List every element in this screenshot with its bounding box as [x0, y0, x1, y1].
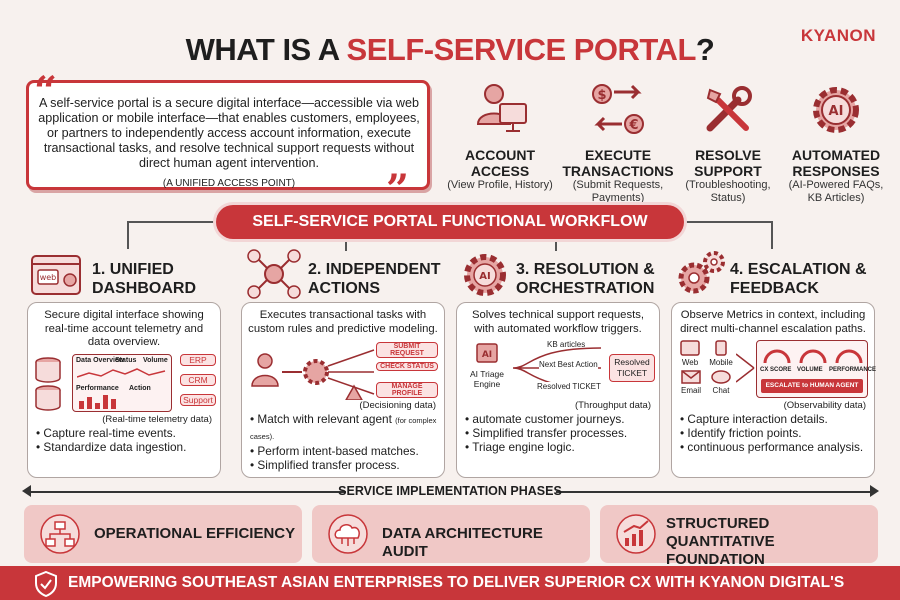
dashboard-mock: Data Overview Status Volume Performance …: [72, 353, 172, 412]
svg-text:AI: AI: [829, 104, 844, 119]
connector-line: [771, 221, 773, 249]
step-panel-actions: Executes transactional tasks with custom…: [241, 302, 445, 478]
actions-illustration: SUBMIT REQUEST CHECK STATUS MANAGE PROFI…: [242, 338, 444, 400]
workflow-banner: SELF-SERVICE PORTAL FUNCTIONAL WORKFLOW: [216, 205, 684, 239]
feature-automated-responses: AI AUTOMATED RESPONSES (AI-Powered FAQs,…: [780, 80, 892, 205]
ai-gear-icon: AI: [464, 254, 506, 296]
ai-chip-icon: AI: [476, 343, 498, 363]
tag-support: Support: [180, 393, 216, 406]
action-check-status: CHECK STATUS: [376, 362, 438, 371]
network-icon: [247, 249, 301, 299]
tag-erp: ERP: [180, 353, 216, 366]
channel-chat: Chat: [708, 370, 734, 395]
phase-card-efficiency: OPERATIONAL EFFICIENCY: [24, 505, 302, 563]
step-bullets: Match with relevant agent (for complex c…: [250, 412, 444, 472]
action-manage-profile: MANAGE PROFILE: [376, 382, 438, 398]
channel-email: Email: [678, 370, 704, 395]
shield-check-icon: [35, 571, 57, 597]
user-icon: [251, 353, 279, 387]
step-bullets: Capture real-time events. Standardize da…: [36, 426, 220, 454]
close-quote-icon: ”: [386, 166, 410, 213]
escalation-illustration: Web Mobile Email Chat CX SCORE VOLUME PE…: [672, 338, 876, 400]
step-bullets: automate customer journeys. Simplified t…: [465, 412, 659, 454]
feature-account-access: ACCOUNT ACCESS (View Profile, History): [440, 80, 560, 192]
open-quote-icon: “: [34, 68, 58, 115]
action-submit-request: SUBMIT REQUEST: [376, 342, 438, 358]
definition-source: (A UNIFIED ACCESS POINT): [162, 178, 296, 189]
step-caption: (Real-time telemetry data): [102, 413, 212, 425]
user-monitor-icon: [476, 84, 527, 132]
channel-mobile: Mobile: [706, 340, 736, 367]
phase-card-quantitative-foundation: STRUCTURED QUANTITATIVE FOUNDATION: [600, 505, 878, 568]
svg-text:web: web: [40, 273, 57, 282]
gears-icon: [678, 251, 725, 294]
connector-line: [555, 239, 557, 251]
database-icon: [35, 356, 61, 411]
connector-line: [345, 239, 347, 251]
channel-web: Web: [678, 340, 702, 367]
resolution-illustration: AI AI Triage Engine KB articles Next Bes…: [457, 338, 659, 400]
tools-icon: [706, 86, 752, 132]
footer-banner: EMPOWERING SOUTHEAST ASIAN ENTERPRISES T…: [0, 566, 900, 600]
step-panel-dashboard: Secure digital interface showing real-ti…: [27, 302, 221, 478]
connector-line: [127, 221, 129, 249]
ai-triage-engine: AI AI Triage Engine: [463, 342, 511, 398]
dashboard-illustration: Data Overview Status Volume Performance …: [28, 352, 220, 414]
step-title: 3. RESOLUTION & ORCHESTRATION: [516, 261, 655, 297]
mobile-icon: [715, 340, 727, 356]
step-caption: (Throughput data): [574, 400, 651, 411]
phases-line-right: [556, 491, 874, 493]
svg-text:€: €: [628, 118, 638, 133]
definition-box: [26, 80, 430, 190]
phase-card-data-audit: DATA ARCHITECTURE AUDIT: [312, 505, 590, 563]
web-icon: [680, 340, 700, 356]
growth-chart-icon: [616, 514, 656, 554]
step-title: 4. ESCALATION & FEEDBACK: [730, 261, 867, 297]
gauge-icons: [763, 349, 863, 364]
line-mini-icon: [77, 367, 166, 378]
email-icon: [681, 370, 701, 384]
step-bullets: Capture interaction details. Identify fr…: [680, 412, 874, 454]
arrow-right-icon: [870, 485, 879, 497]
svg-text:AI: AI: [482, 350, 492, 360]
page-title: WHAT IS A SELF-SERVICE PORTAL?: [185, 32, 715, 67]
hierarchy-icon: [40, 514, 80, 554]
metrics-dashboard: CX SCORE VOLUME PERFORMANCE ESCALATE to …: [756, 340, 876, 398]
step-title: 2. INDEPENDENT ACTIONS: [308, 261, 441, 297]
escalate-to-human-agent: ESCALATE to HUMAN AGENT: [761, 379, 863, 393]
connector-line: [682, 221, 772, 223]
step-panel-escalation: Observe Metrics in context, including di…: [671, 302, 876, 478]
step-panel-resolution: Solves technical support requests, with …: [456, 302, 660, 478]
bar-mini-icon: [79, 394, 116, 409]
chat-icon: [711, 370, 731, 384]
phases-line-left: [28, 491, 346, 493]
brand-logo: KYANON: [800, 26, 876, 45]
ai-gear-icon: AI: [813, 87, 859, 133]
step-caption: (Decisioning data): [359, 400, 436, 411]
tag-crm: CRM: [180, 373, 216, 386]
svg-text:$: $: [597, 88, 606, 103]
definition-text: A self-service portal is a secure digita…: [38, 96, 420, 170]
web-browser-icon: web: [31, 255, 81, 295]
feature-execute-transactions: $ € EXECUTE TRANSACTIONS (Submit Request…: [562, 80, 674, 205]
cloud-network-icon: [328, 514, 368, 554]
funnel-arrows: [736, 353, 755, 383]
feature-resolve-support: RESOLVE SUPPORT (Troubleshooting, Status…: [672, 80, 784, 205]
arrow-left-icon: [22, 485, 31, 497]
svg-text:AI: AI: [479, 271, 490, 282]
currency-exchange-icon: $ €: [592, 84, 644, 134]
decision-flow-icon: [282, 349, 375, 400]
step-title: 1. UNIFIED DASHBOARD: [92, 261, 196, 297]
phases-label: SERVICE IMPLEMENTATION PHASES: [338, 484, 562, 498]
connector-line: [128, 221, 218, 223]
resolved-ticket: Resolved TICKET: [609, 354, 655, 382]
step-caption: (Observability data): [783, 400, 866, 411]
